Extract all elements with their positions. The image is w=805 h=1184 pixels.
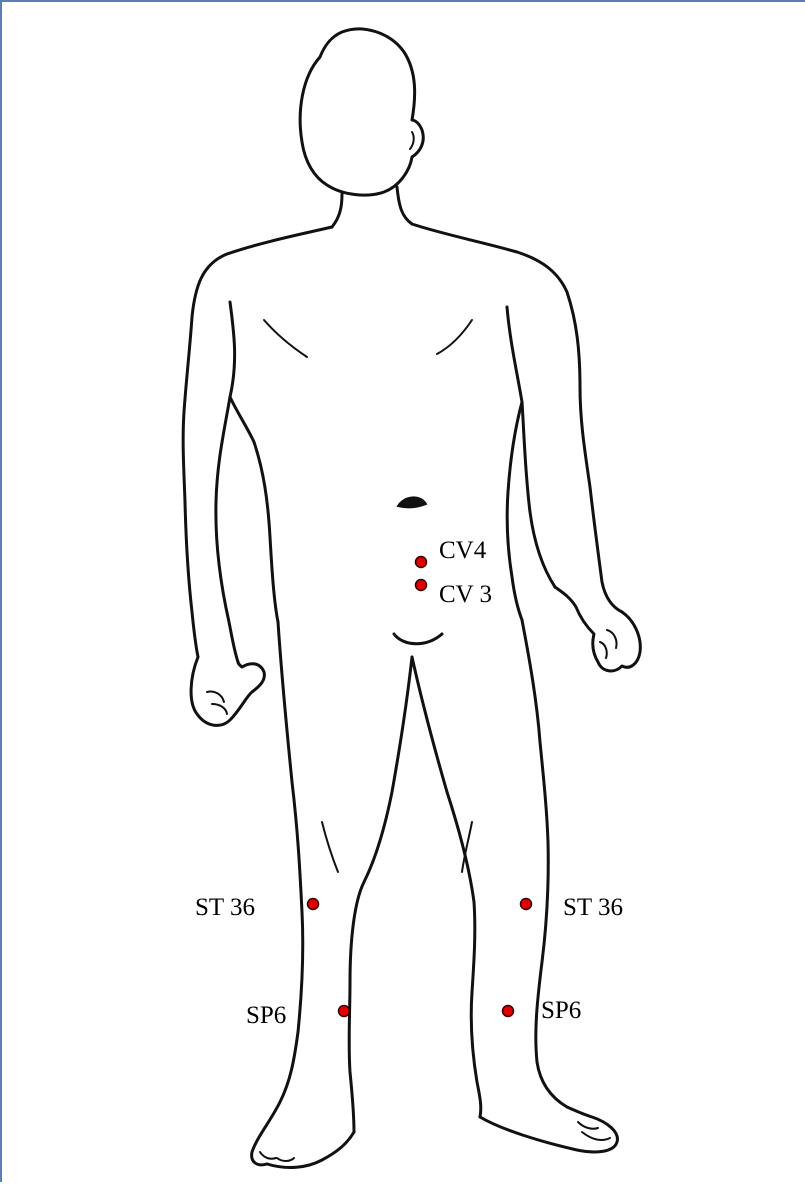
sp6-right-label: SP6: [246, 1003, 286, 1028]
left-hand: [191, 657, 264, 725]
left-chest-line: [264, 320, 307, 357]
sp6-left-point: [503, 1006, 514, 1017]
left-knee: [322, 822, 338, 872]
right-leg-inner: [412, 657, 481, 1117]
left-leg-outer: [252, 622, 303, 1165]
cv4-point: [416, 557, 427, 568]
neck-left: [332, 194, 342, 227]
st36-left-point: [521, 899, 532, 910]
right-chest-line: [437, 320, 472, 354]
cv3-label: CV 3: [439, 582, 492, 607]
torso-left-side: [230, 397, 278, 622]
sp6-right-point: [339, 1006, 350, 1017]
left-leg-inner: [349, 657, 412, 1132]
right-fingers: [600, 630, 617, 658]
neck-right: [397, 187, 412, 224]
right-foot: [480, 1107, 617, 1152]
st36-right-label: ST 36: [195, 895, 255, 920]
right-hand: [555, 587, 640, 671]
cv4-label: CV4: [439, 538, 486, 563]
left-fingers: [207, 691, 227, 714]
left-arm-inner: [216, 302, 238, 662]
sp6-left-label: SP6: [541, 998, 581, 1023]
st36-right-point: [308, 899, 319, 910]
left-toes: [260, 1152, 294, 1161]
cv3-point: [416, 580, 427, 591]
right-leg-outer: [522, 620, 567, 1107]
groin-line: [394, 634, 442, 644]
left-foot: [267, 1132, 354, 1167]
left-shoulder-arm-outer: [183, 227, 332, 657]
st36-left-label: ST 36: [563, 895, 623, 920]
head-outline: [300, 29, 423, 195]
ear-detail: [410, 132, 414, 149]
navel: [398, 497, 426, 507]
torso-right-side: [507, 402, 522, 620]
